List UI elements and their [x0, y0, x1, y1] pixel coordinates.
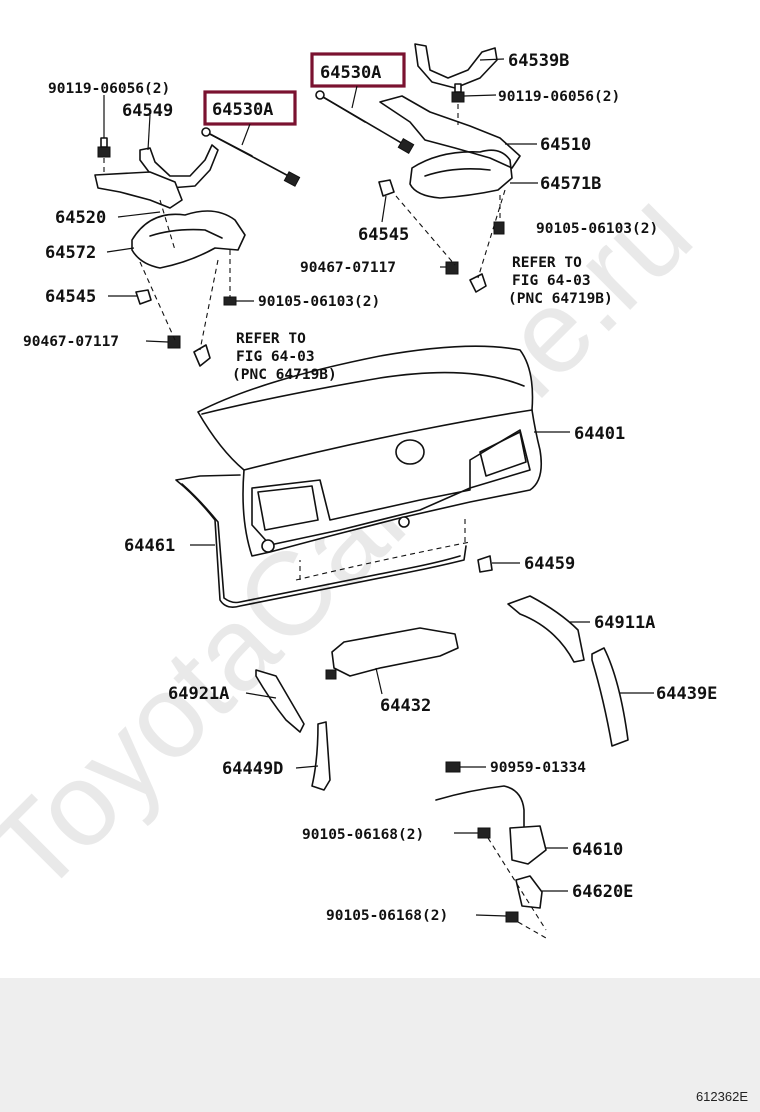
label-90467-left: 90467-07117	[23, 334, 119, 350]
trunk-lid-inner-frame	[251, 429, 531, 546]
label-90105-06168-b: 90105-06168(2)	[326, 908, 448, 924]
label-64510: 64510	[540, 135, 591, 155]
trunk-lid-outer	[197, 345, 543, 557]
bolt-90105-06168-a	[477, 827, 491, 839]
bracket-64432	[331, 627, 459, 677]
bolt-90119-left	[97, 137, 111, 158]
clip-90959	[445, 761, 461, 773]
refer-note-left: REFER TO FIG 64-03 (PNC 64719B)	[232, 331, 337, 383]
weatherstrip-inner	[181, 483, 461, 604]
hinge-assembly-right	[315, 43, 521, 293]
clip-ref-left	[193, 344, 211, 367]
label-64545-left: 64545	[45, 287, 96, 307]
gas-strut-right	[315, 90, 415, 155]
lid-hole-left	[261, 539, 275, 553]
watermark: ToyotaCarMine.ru	[0, 167, 717, 919]
label-90105-06168-a: 90105-06168(2)	[302, 827, 424, 843]
bushing-64545-right	[378, 179, 395, 197]
bracket-64432-clip	[325, 669, 337, 680]
bushing-64545-left	[135, 289, 152, 305]
lid-hole-center	[398, 516, 410, 528]
lid-dash-line	[295, 541, 471, 581]
refer-right-line-1: REFER TO	[512, 255, 582, 271]
cable-64610	[435, 785, 525, 831]
hinge-arm-inner	[149, 228, 223, 239]
stopper-64459	[477, 555, 493, 573]
trim-64911a	[507, 595, 585, 663]
hinge-plate-64510	[379, 95, 521, 169]
label-90105-06103-left: 90105-06103(2)	[258, 294, 380, 310]
refer-note-right: REFER TO FIG 64-03 (PNC 64719B)	[508, 255, 613, 307]
trunk-lid-opening-left	[257, 485, 319, 531]
label-64549: 64549	[122, 101, 173, 121]
bolt-90105-left	[223, 296, 237, 306]
label-90467-right: 90467-07117	[300, 260, 396, 276]
label-64530a-right: 64530A	[320, 63, 381, 83]
lock-64610	[509, 825, 547, 865]
label-64545-right: 64545	[358, 225, 409, 245]
label-64620e: 64620E	[572, 882, 633, 902]
label-64439e: 64439E	[656, 684, 717, 704]
label-64610: 64610	[572, 840, 623, 860]
label-64401: 64401	[574, 424, 625, 444]
label-64572: 64572	[45, 243, 96, 263]
bolt-90119-right	[451, 83, 465, 103]
trim-64921a	[255, 669, 305, 733]
trunk-lid-top-edge	[201, 371, 525, 415]
label-64461: 64461	[124, 536, 175, 556]
label-64571b: 64571B	[540, 174, 601, 194]
hinge-arm-64571b	[409, 149, 513, 199]
hinge-plate-64520	[94, 171, 183, 209]
bracket-64539b	[414, 43, 498, 89]
label-64520: 64520	[55, 208, 106, 228]
label-90119-right: 90119-06056(2)	[498, 89, 620, 105]
label-90959: 90959-01334	[490, 760, 586, 776]
weatherstrip-64461	[175, 474, 467, 608]
drawing-id: 612362E	[695, 1089, 748, 1104]
label-64539b: 64539B	[508, 51, 569, 71]
emblem	[395, 439, 425, 465]
label-64530a-left: 64530A	[212, 100, 273, 120]
hinge-arm-inner-right	[424, 168, 491, 177]
panel-64439e	[591, 647, 629, 747]
refer-left-line-2: FIG 64-03	[236, 349, 315, 365]
parts-diagram: ToyotaCarMine.ru	[0, 43, 717, 939]
bolt-90105-right	[493, 221, 505, 235]
trunk-lid-opening-right	[479, 431, 527, 477]
trim-64449d	[311, 721, 331, 791]
label-64911a: 64911A	[594, 613, 655, 633]
refer-right-line-3: (PNC 64719B)	[508, 291, 613, 307]
trunk-lid-64401	[197, 345, 543, 581]
clip-ref-right	[469, 273, 487, 293]
striker-64620e	[515, 875, 543, 909]
label-64921a: 64921A	[168, 684, 229, 704]
bolt-90105-06168-b	[505, 911, 519, 923]
clip-90467-right	[445, 261, 459, 275]
label-64432: 64432	[380, 696, 431, 716]
highlight-box-64530a-right	[310, 52, 406, 88]
footer-bar	[0, 978, 760, 1112]
label-90119-left: 90119-06056(2)	[48, 81, 170, 97]
refer-right-line-2: FIG 64-03	[512, 273, 591, 289]
gas-strut-left	[201, 127, 301, 187]
trunk-lid-crease	[243, 409, 533, 471]
leader-lines	[103, 58, 654, 917]
label-64449d: 64449D	[222, 759, 283, 779]
hinge-arm-64572	[131, 210, 246, 269]
refer-left-line-3: (PNC 64719B)	[232, 367, 337, 383]
label-64459: 64459	[524, 554, 575, 574]
refer-left-line-1: REFER TO	[236, 331, 306, 347]
label-90105-06103-right: 90105-06103(2)	[536, 221, 658, 237]
